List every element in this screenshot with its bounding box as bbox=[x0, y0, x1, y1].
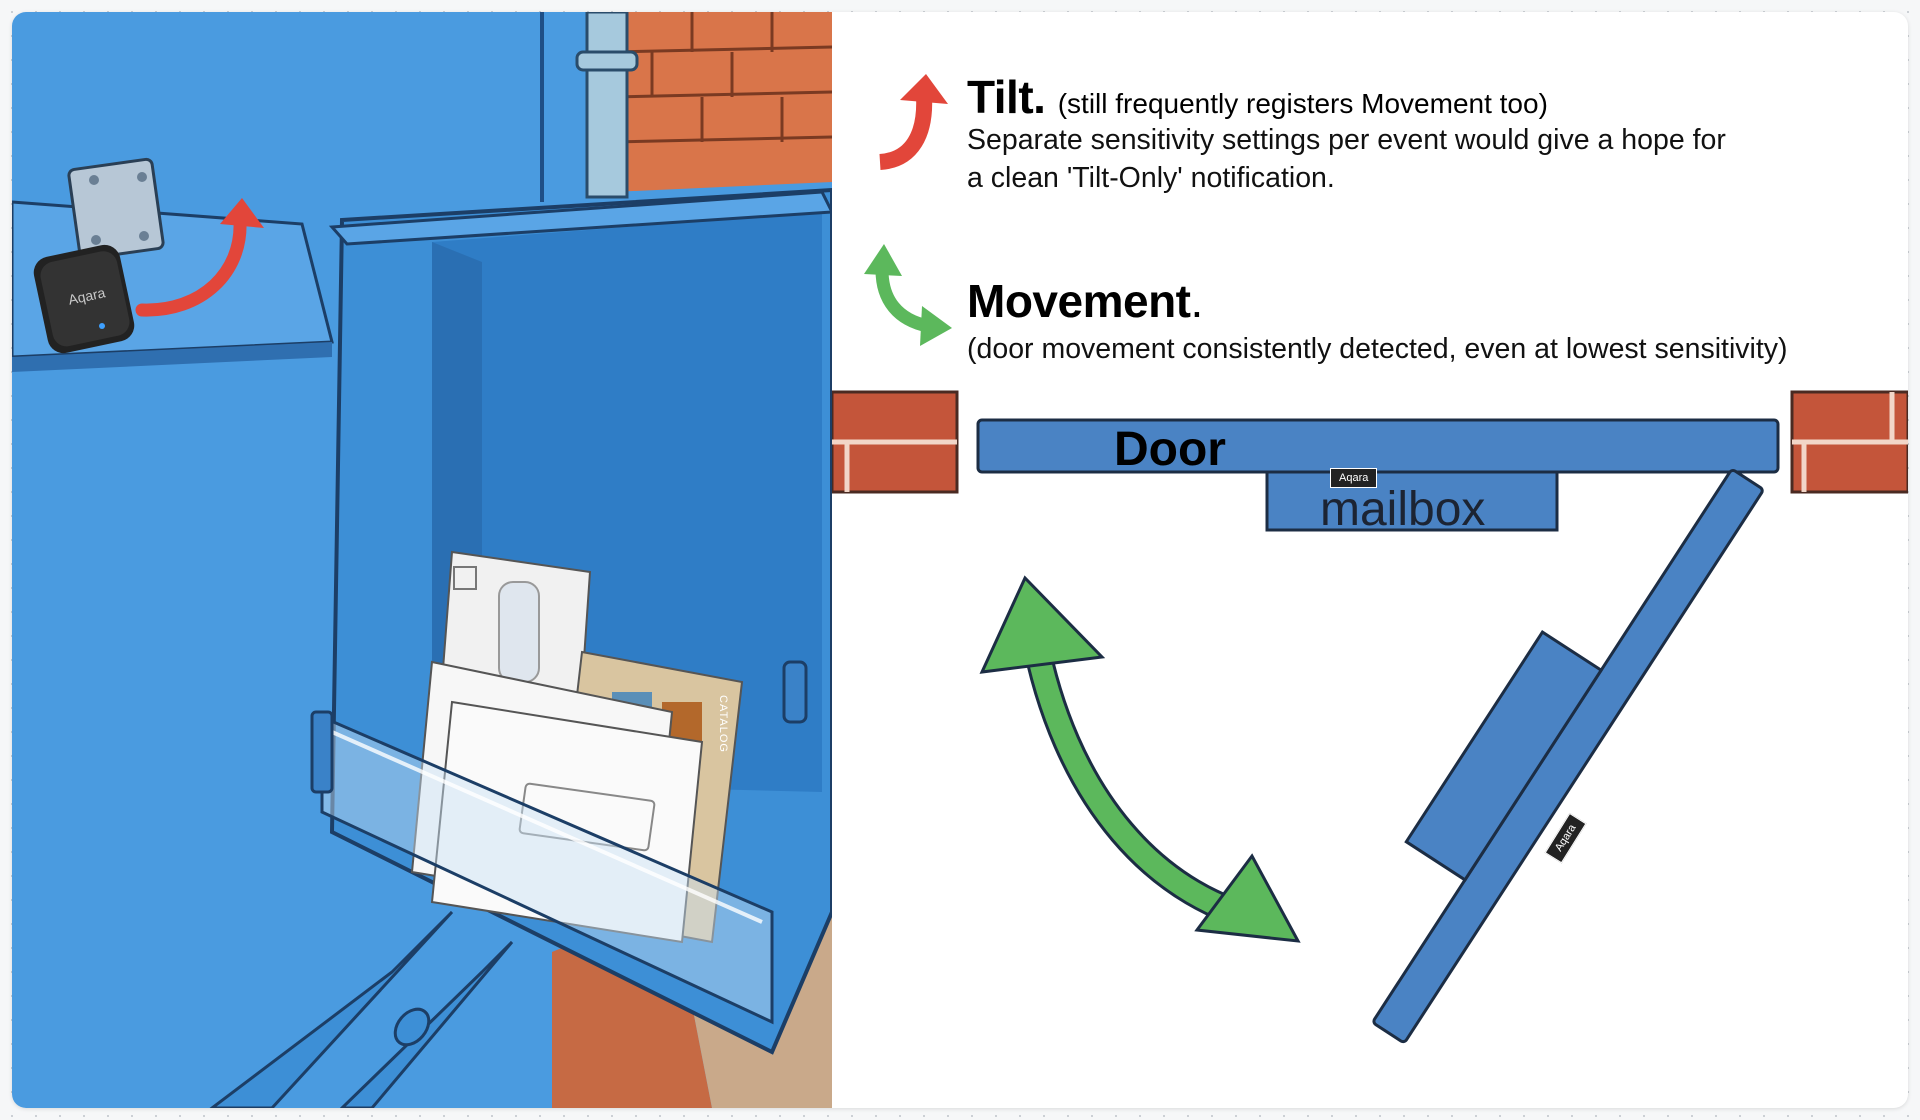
movement-legend-title: Movement. bbox=[967, 274, 1203, 328]
tilt-description-line-1: Separate sensitivity settings per event … bbox=[967, 124, 1726, 156]
mailbox-label: mailbox bbox=[1320, 483, 1486, 536]
mailbox-illustration: Aqara CATALOG bbox=[12, 12, 832, 1108]
movement-description: (door movement consistently detected, ev… bbox=[967, 333, 1788, 365]
tilt-description-line-2: a clean 'Tilt-Only' notification. bbox=[967, 162, 1335, 194]
tilt-arrow-icon bbox=[878, 74, 948, 170]
tilt-description: Separate sensitivity settings per event … bbox=[967, 121, 1726, 197]
catalog-label: CATALOG bbox=[716, 695, 729, 753]
tilt-note: (still frequently registers Movement too… bbox=[1057, 88, 1548, 119]
tilt-title: Tilt. bbox=[967, 71, 1046, 123]
movement-title: Movement bbox=[967, 275, 1191, 327]
movement-title-period: . bbox=[1190, 275, 1203, 327]
tilt-legend-title: Tilt. (still frequently registers Moveme… bbox=[967, 70, 1548, 124]
door-diagram: Tilt. (still frequently registers Moveme… bbox=[832, 12, 1908, 1108]
door-diagram-art bbox=[832, 390, 1908, 1044]
movement-arrow-icon bbox=[864, 244, 952, 346]
diagram-card: Aqara CATALOG Tilt. (still frequently re… bbox=[12, 12, 1908, 1108]
door-label: Door bbox=[1114, 423, 1226, 476]
mailbox-illustration-art bbox=[12, 12, 832, 1108]
sensor-tag-closed: Aqara bbox=[1330, 468, 1378, 488]
